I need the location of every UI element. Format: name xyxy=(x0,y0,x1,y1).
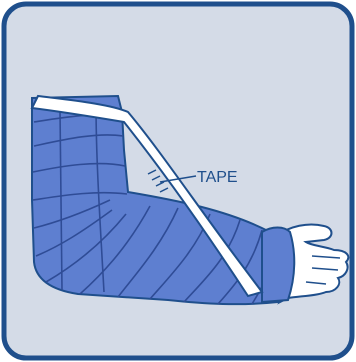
tape-label: TAPE xyxy=(197,169,238,186)
wrist-bandage xyxy=(262,228,294,303)
